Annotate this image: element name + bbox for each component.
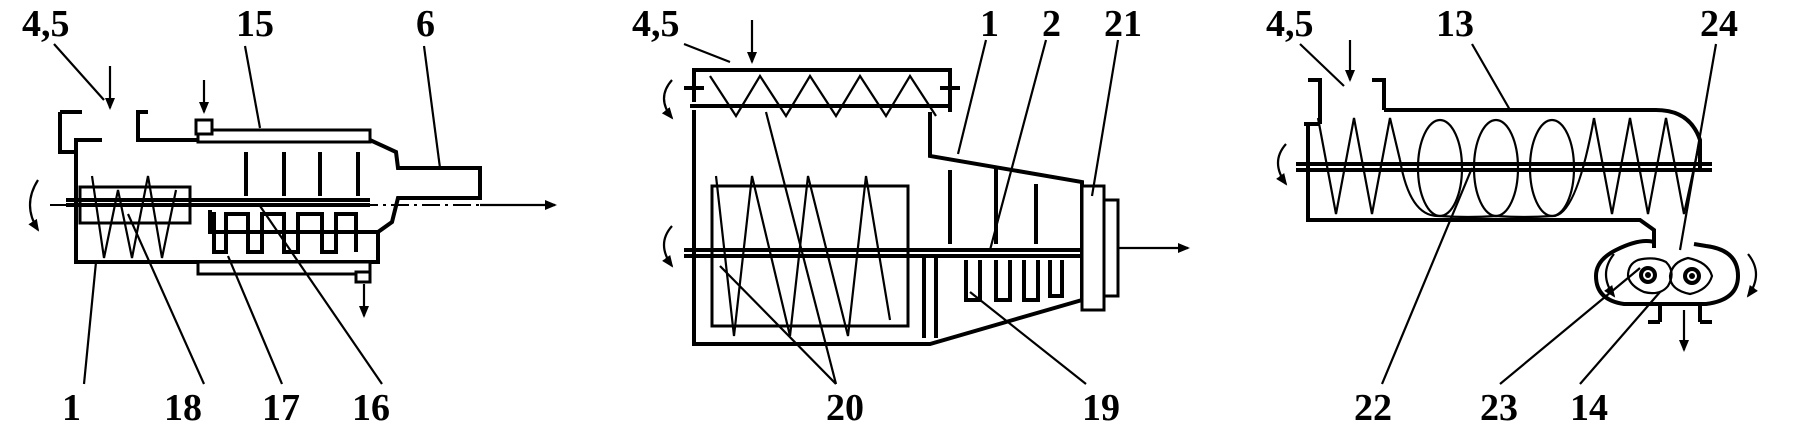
right-label-feed: 4,5	[1266, 3, 1314, 45]
right-outlet	[1648, 304, 1712, 324]
middle-upper-pins	[948, 168, 1038, 244]
middle-label-21: 21	[1104, 3, 1142, 45]
left-label-17: 17	[262, 387, 300, 429]
right-rotation-arrow-main	[1276, 143, 1288, 186]
right-label-24: 24	[1700, 3, 1738, 45]
left-screw	[90, 175, 178, 259]
right-screw-zigzag	[1316, 117, 1402, 215]
middle-rotation-arrow-bottom	[662, 225, 674, 268]
left-rotation-arrow	[28, 179, 40, 232]
right-gear-right	[1668, 256, 1714, 296]
left-label-feed: 4,5	[22, 3, 70, 45]
right-pump-housing	[1593, 239, 1741, 306]
left-plate-15	[196, 128, 372, 144]
right-label-22: 22	[1354, 387, 1392, 429]
left-lower-plate	[196, 260, 372, 276]
left-label-6: 6	[416, 3, 435, 45]
middle-rotation-arrow-top	[661, 79, 674, 120]
left-label-15: 15	[236, 3, 274, 45]
middle-feeder-screw	[709, 73, 937, 119]
middle-label-1: 1	[980, 3, 999, 45]
middle-label-feed: 4,5	[632, 3, 680, 45]
left-label-18: 18	[164, 387, 202, 429]
right-label-23: 23	[1480, 387, 1518, 429]
right-rotation-arrow-pump-right	[1746, 253, 1758, 298]
middle-die-21	[1080, 184, 1106, 312]
extruder-diagram-right: 4,5 13 24 22 23 14	[1266, 3, 1758, 429]
left-label-1: 1	[62, 387, 81, 429]
left-outlet-nozzle	[354, 270, 372, 284]
right-gear-left	[1626, 257, 1673, 295]
left-small-inlet	[194, 118, 214, 136]
middle-lower-comb	[922, 258, 1064, 338]
extruder-diagram-middle: 4,5 1 2 21 20 19	[632, 3, 1190, 429]
right-hopper	[1308, 78, 1386, 124]
middle-die-ring	[1102, 198, 1120, 298]
right-helical-screw	[1398, 117, 1596, 219]
extruder-diagram-left: 4,5 15 6 1 18 17 16	[22, 3, 557, 429]
middle-label-19: 19	[1082, 387, 1120, 429]
middle-label-2: 2	[1042, 3, 1061, 45]
left-upper-pins	[244, 152, 360, 196]
right-label-14: 14	[1570, 387, 1608, 429]
left-lower-comb	[212, 212, 358, 254]
left-label-16: 16	[352, 387, 390, 429]
middle-label-20: 20	[826, 387, 864, 429]
right-label-13: 13	[1436, 3, 1474, 45]
